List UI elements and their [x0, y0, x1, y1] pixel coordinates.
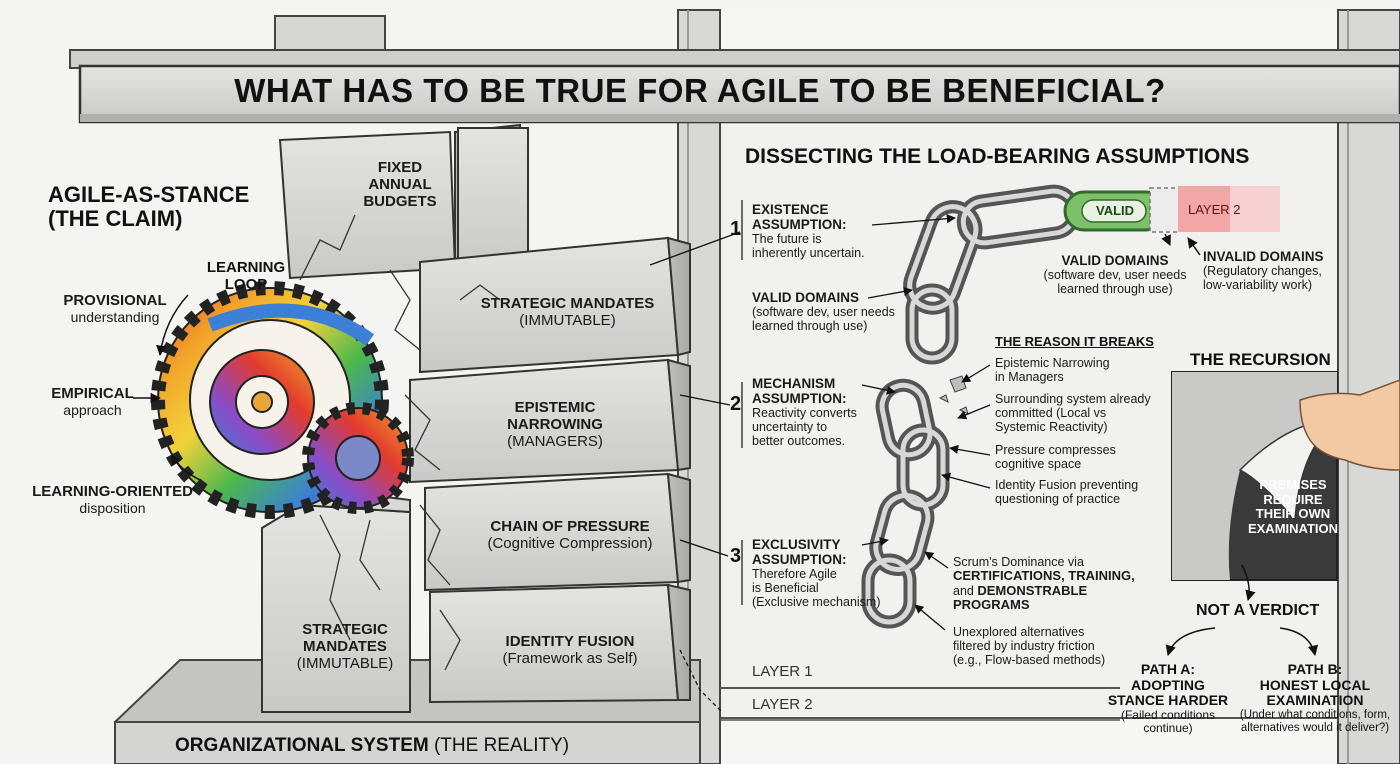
block-epistemic-narrowing: EPISTEMIC NARROWING (MANAGERS)	[507, 399, 603, 450]
learning-oriented-label: LEARNING-ORIENTED disposition	[32, 483, 193, 516]
valid-domains-right: VALID DOMAINS (software dev, user needs …	[1043, 253, 1187, 297]
reason-3: Pressure compresses cognitive space	[995, 443, 1116, 471]
organizational-system-label: ORGANIZATIONAL SYSTEM (THE REALITY)	[175, 735, 570, 756]
learning-gears	[151, 281, 414, 519]
recursion-heading: THE RECURSION	[1190, 350, 1331, 369]
empirical-label: EMPIRICAL approach	[51, 385, 134, 418]
unexplored-alternatives: Unexplored alternatives filtered by indu…	[953, 625, 1106, 667]
path-b: PATH B: HONEST LOCAL EXAMINATION (Under …	[1239, 661, 1391, 734]
block-strategic-mandates-lower: STRATEGIC MANDATES (IMMUTABLE)	[296, 621, 394, 672]
assumption-number-2: 2	[730, 393, 742, 415]
assumption-number-3: 3	[730, 545, 742, 567]
block-fixed-budgets: FIXED ANNUAL BUDGETS	[363, 159, 437, 210]
not-a-verdict: NOT A VERDICT	[1196, 602, 1320, 619]
reason-1: Epistemic Narrowing in Managers	[995, 356, 1110, 384]
mechanism-assumption: MECHANISM ASSUMPTION: Reactivity convert…	[752, 376, 857, 449]
existence-assumption: EXISTENCE ASSUMPTION: The future is inhe…	[752, 202, 865, 261]
valid-domains-left: VALID DOMAINS (software dev, user needs …	[752, 290, 895, 334]
block-identity-fusion: IDENTITY FUSION (Framework as Self)	[502, 633, 638, 667]
layer1-label: LAYER 1	[752, 663, 813, 680]
dissecting-heading: DISSECTING THE LOAD-BEARING ASSUMPTIONS	[745, 145, 1250, 168]
provisional-label: PROVISIONAL understanding	[63, 292, 167, 325]
layer2-label: LAYER 2	[752, 696, 813, 713]
reason-4: Identity Fusion preventing questioning o…	[995, 478, 1139, 506]
exclusivity-assumption: EXCLUSIVITY ASSUMPTION: Therefore Agile …	[752, 537, 881, 610]
learning-loop-label: LEARNING LOOP	[206, 259, 286, 293]
reason-heading: THE REASON IT BREAKS	[995, 334, 1154, 349]
invalid-domains: INVALID DOMAINS (Regulatory changes, low…	[1203, 249, 1324, 293]
block-chain-of-pressure: CHAIN OF PRESSURE (Cognitive Compression…	[487, 518, 653, 552]
main-title: WHAT HAS TO BE TRUE FOR AGILE TO BE BENE…	[234, 72, 1166, 109]
stance-heading: AGILE-AS-STANCE (THE CLAIM)	[48, 182, 250, 232]
assumption-number-1: 1	[730, 218, 742, 240]
block-strategic-mandates-upper: STRATEGIC MANDATES (IMMUTABLE)	[480, 295, 655, 329]
layer2-bar-label: LAYER 2	[1188, 202, 1241, 217]
path-a: PATH A: ADOPTING STANCE HARDER (Failed c…	[1107, 661, 1229, 736]
scrum-dominance: Scrum's Dominance via CERTIFICATIONS, TR…	[953, 555, 1135, 613]
valid-link-label: VALID	[1096, 203, 1135, 218]
premises-text: PREMISES REQUIRE THEIR OWN EXAMINATION	[1247, 477, 1339, 536]
reason-2: Surrounding system already committed (Lo…	[995, 392, 1151, 434]
